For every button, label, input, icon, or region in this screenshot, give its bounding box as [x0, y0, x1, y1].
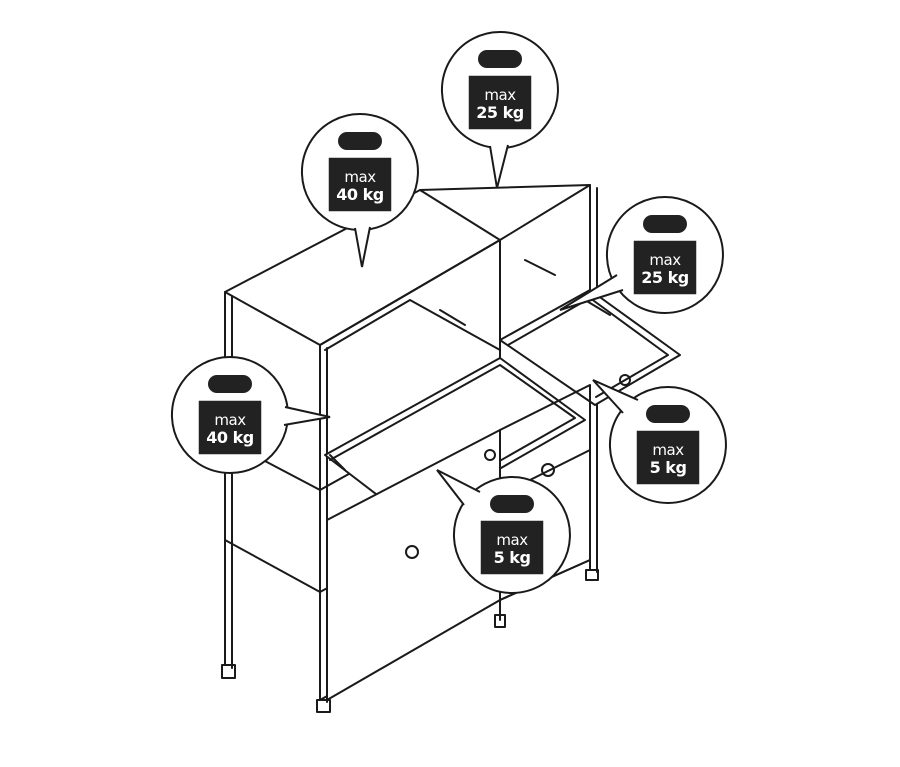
weight-callout-left-flap: max 5 kg	[436, 469, 572, 595]
weight-callout-top-right: max 25 kg	[440, 30, 560, 189]
weight-handle-icon	[478, 50, 522, 68]
weight-callout-top-left: max 40 kg	[300, 112, 420, 268]
weight-icon	[327, 156, 393, 213]
speech-bubble-icon	[441, 31, 559, 189]
weight-label-max: max	[496, 531, 528, 549]
weight-callout-right-flap: max 5 kg	[592, 379, 728, 505]
weight-handle-icon	[646, 405, 690, 423]
weight-handle-icon	[208, 375, 252, 393]
weight-label-value: 40 kg	[336, 185, 384, 204]
weight-label-value: 25 kg	[476, 103, 524, 122]
weight-label-value: 40 kg	[206, 428, 254, 447]
speech-bubble-icon	[436, 469, 571, 594]
weight-icon	[467, 74, 533, 131]
weight-handle-icon	[490, 495, 534, 513]
weight-label-max: max	[344, 168, 376, 186]
weight-label-value: 5 kg	[493, 548, 531, 567]
weight-icon	[197, 399, 263, 456]
weight-handle-icon	[338, 132, 382, 150]
weight-icon	[479, 519, 545, 576]
weight-label-value: 5 kg	[649, 458, 687, 477]
weight-label-value: 25 kg	[641, 268, 689, 287]
weight-icon	[635, 429, 701, 486]
speech-bubble-icon	[559, 196, 724, 314]
weight-label-max: max	[484, 86, 516, 104]
weight-handle-icon	[643, 215, 687, 233]
weight-label-max: max	[214, 411, 246, 429]
weight-callout-left-middle: max 40 kg	[170, 355, 331, 475]
speech-bubble-icon	[592, 379, 727, 504]
speech-bubble-icon	[301, 113, 419, 268]
speech-bubble-icon	[171, 356, 331, 474]
weight-callout-right-upper: max 25 kg	[559, 195, 725, 315]
weight-icon	[632, 239, 698, 296]
weight-label-max: max	[649, 251, 681, 269]
weight-label-max: max	[652, 441, 684, 459]
